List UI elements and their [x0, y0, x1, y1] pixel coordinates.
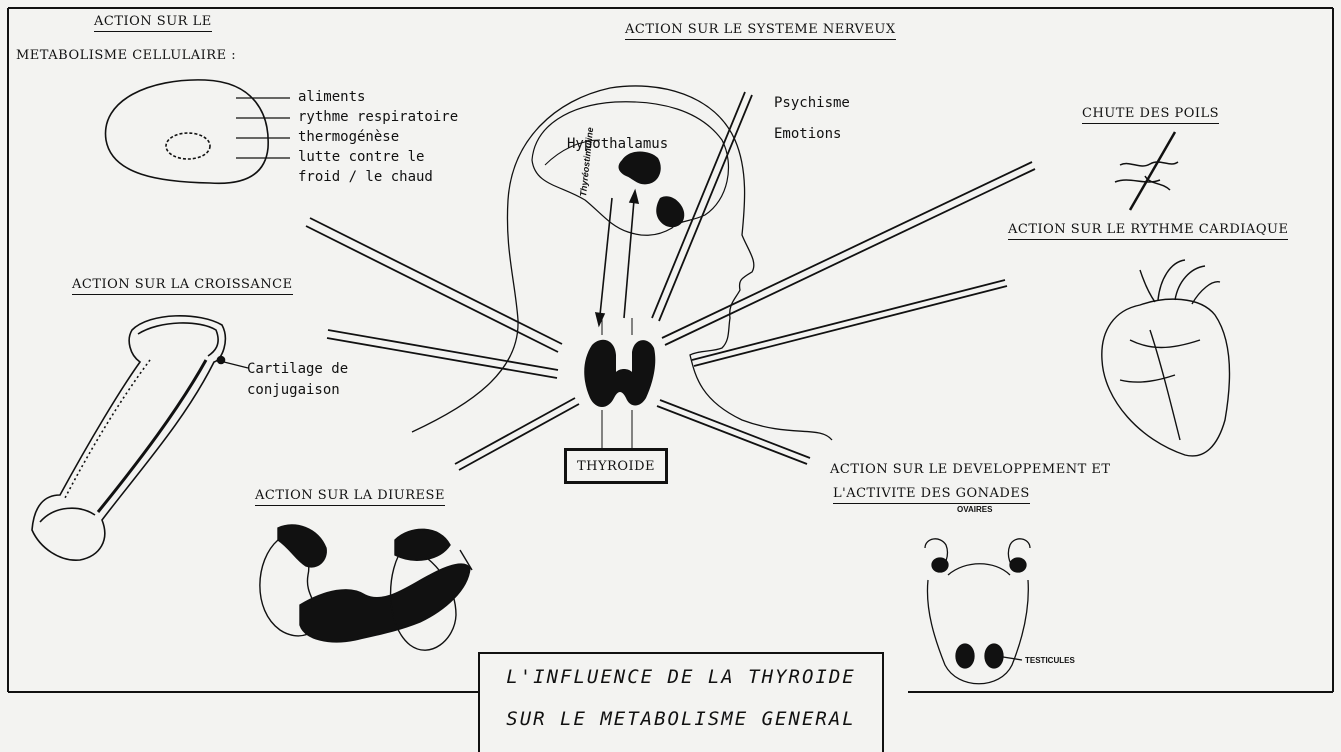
thyroide-box: THYROIDE: [564, 448, 668, 484]
label-diurese: ACTION SUR LA DIURESE: [255, 488, 445, 506]
title-box: L'INFLUENCE DE LA THYROIDE SUR LE METABO…: [478, 652, 884, 752]
cell-drawing: [106, 80, 290, 183]
label-cartilage-line2: conjugaison: [247, 381, 340, 400]
title-line2: SUR LE METABOLISME GENERAL: [480, 708, 882, 730]
cell-item: thermogénèse: [298, 128, 399, 147]
cell-item: rythme respiratoire: [298, 108, 458, 127]
gonads-drawing: [925, 539, 1030, 684]
cell-item: froid / le chaud: [298, 168, 433, 187]
label-chute-poils: CHUTE DES POILS: [1082, 106, 1219, 124]
pituitary-blob: [656, 196, 684, 227]
label-metabolisme-line2: METABOLISME CELLULAIRE :: [16, 48, 236, 64]
label-cartilage-line1: Cartilage de: [247, 360, 348, 379]
cell-item: lutte contre le: [298, 148, 424, 167]
heart-drawing: [1102, 260, 1230, 456]
kidney-drawing: [260, 525, 472, 650]
hair-drawing: [1115, 132, 1178, 210]
bone-drawing: [32, 316, 248, 560]
label-testicules: TESTICULES: [1025, 656, 1075, 665]
label-ovaires: OVAIRES: [957, 505, 992, 514]
label-gonades-line1: ACTION SUR LE DEVELOPPEMENT ET: [830, 462, 1111, 478]
label-gonades-line2: L'ACTIVITE DES GONADES: [833, 486, 1030, 504]
cell-item: aliments: [298, 88, 365, 107]
hormone-arrows: [596, 191, 638, 325]
label-systeme-nerveux: ACTION SUR LE SYSTEME NERVEUX: [625, 22, 896, 40]
label-metabolisme-line1: ACTION SUR LE: [94, 14, 212, 32]
hypothalamus-blob: [619, 152, 661, 185]
label-psychisme: Psychisme: [774, 94, 850, 113]
label-rythme-cardiaque: ACTION SUR LE RYTHME CARDIAQUE: [1008, 222, 1288, 240]
label-emotions: Emotions: [774, 125, 841, 144]
thyroid-gland: [584, 318, 655, 450]
thyroide-label: THYROIDE: [577, 459, 655, 474]
title-line1: L'INFLUENCE DE LA THYROIDE: [480, 666, 882, 688]
label-croissance: ACTION SUR LA CROISSANCE: [72, 277, 293, 295]
